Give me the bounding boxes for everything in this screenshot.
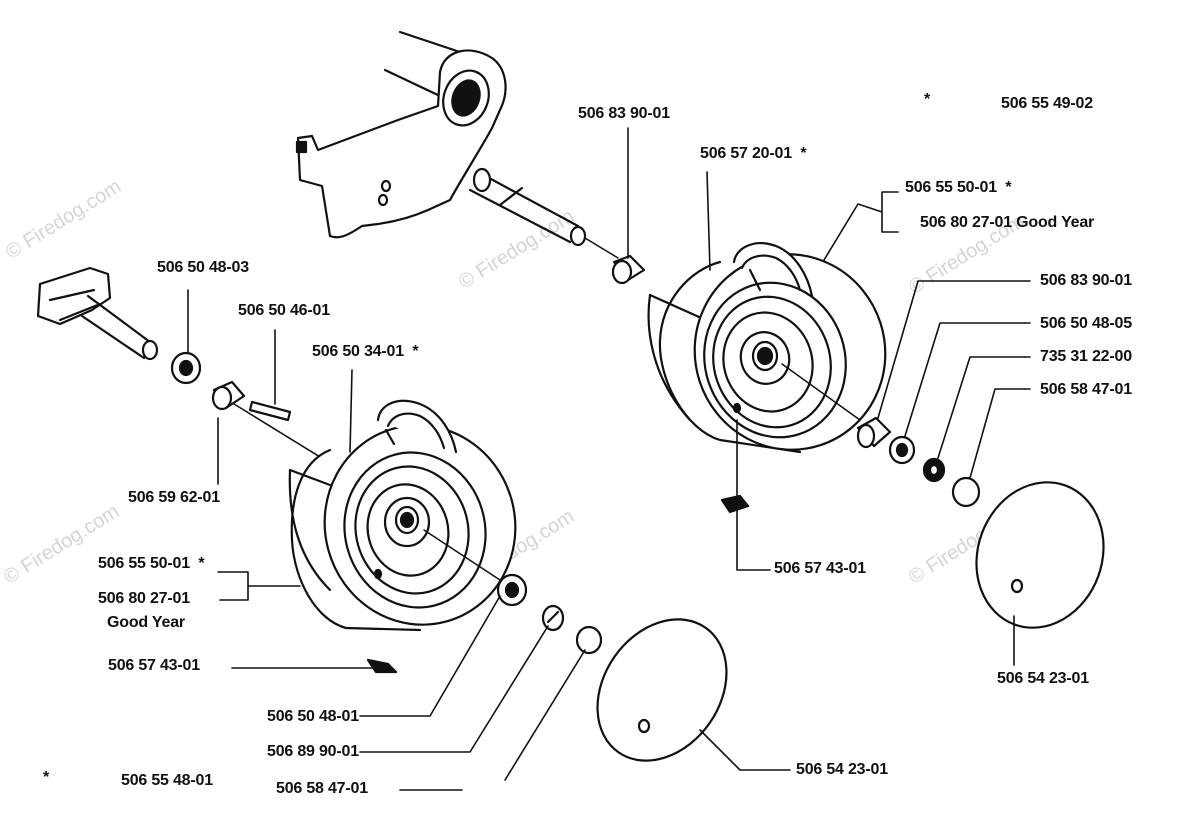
label-r-tire: 506 55 50-01 * — [905, 179, 1012, 196]
label-l-cap: 506 54 23-01 — [796, 761, 888, 778]
label-l-valve: 506 57 43-01 — [108, 657, 200, 674]
label-r-cap: 506 54 23-01 — [997, 670, 1089, 687]
label-bottom-kit: 506 55 48-01 — [121, 772, 213, 789]
label-top-kit: 506 55 49-02 — [1001, 95, 1093, 112]
label-r-valve: 506 57 43-01 — [774, 560, 866, 577]
right-washer — [888, 435, 916, 465]
right-spacer — [856, 416, 892, 449]
label-l-bushing: 506 59 62-01 — [128, 489, 220, 506]
label-l-goodyear: Good Year — [107, 614, 185, 631]
footnote-marker: * — [1005, 179, 1012, 196]
label-l-tire: 506 55 50-01 * — [98, 555, 205, 572]
label-l-clip: 506 89 90-01 — [267, 743, 359, 760]
left-washer — [496, 573, 528, 607]
right-ring — [951, 476, 981, 508]
label-l-wheel: 506 50 34-01 * — [312, 343, 419, 360]
left-clip — [541, 604, 565, 632]
left-axle-pivot — [36, 266, 159, 361]
axle-bracket — [295, 30, 507, 239]
left-top-washer — [170, 351, 202, 385]
label-text: 506 50 34-01 — [312, 343, 404, 360]
right-wheel — [647, 242, 887, 454]
footnote-marker: * — [43, 769, 50, 786]
label-l-key: 506 50 46-01 — [238, 302, 330, 319]
label-r-washer: 506 50 48-05 — [1040, 315, 1132, 332]
label-l-washer: 506 50 48-01 — [267, 708, 359, 725]
left-bushing — [211, 380, 246, 411]
footnote-marker: * — [412, 343, 419, 360]
footnote-marker: * — [924, 91, 931, 108]
left-key — [248, 400, 292, 422]
label-l-ring: 506 58 47-01 — [276, 780, 368, 797]
footnote-marker: * — [198, 555, 205, 572]
label-text: 506 57 20-01 — [700, 145, 792, 162]
leader-lines — [187, 127, 1031, 791]
left-valve — [366, 658, 398, 674]
label-r-tire-goodyear: 506 80 27-01 Good Year — [920, 214, 1095, 231]
label-r-nut: 735 31 22-00 — [1040, 348, 1132, 365]
top-spacer — [611, 254, 646, 285]
label-r-spacer-top: 506 83 90-01 — [578, 105, 670, 122]
left-ring — [575, 625, 603, 655]
label-l-washer-top: 506 50 48-03 — [157, 259, 249, 276]
footnote-marker: * — [800, 145, 807, 162]
label-l-tire-goodyear: 506 80 27-01 — [98, 590, 190, 607]
right-nut — [922, 457, 946, 483]
right-valve — [720, 494, 750, 514]
left-cap — [596, 618, 728, 762]
label-r-ring: 506 58 47-01 — [1040, 381, 1132, 398]
label-text: 506 55 50-01 — [98, 555, 190, 572]
label-r-wheel: 506 57 20-01 * — [700, 145, 807, 162]
right-cap — [975, 481, 1105, 629]
left-wheel — [288, 399, 517, 632]
label-r-spacer: 506 83 90-01 — [1040, 272, 1132, 289]
label-text: 506 55 50-01 — [905, 179, 997, 196]
top-axle-shaft — [468, 167, 619, 259]
